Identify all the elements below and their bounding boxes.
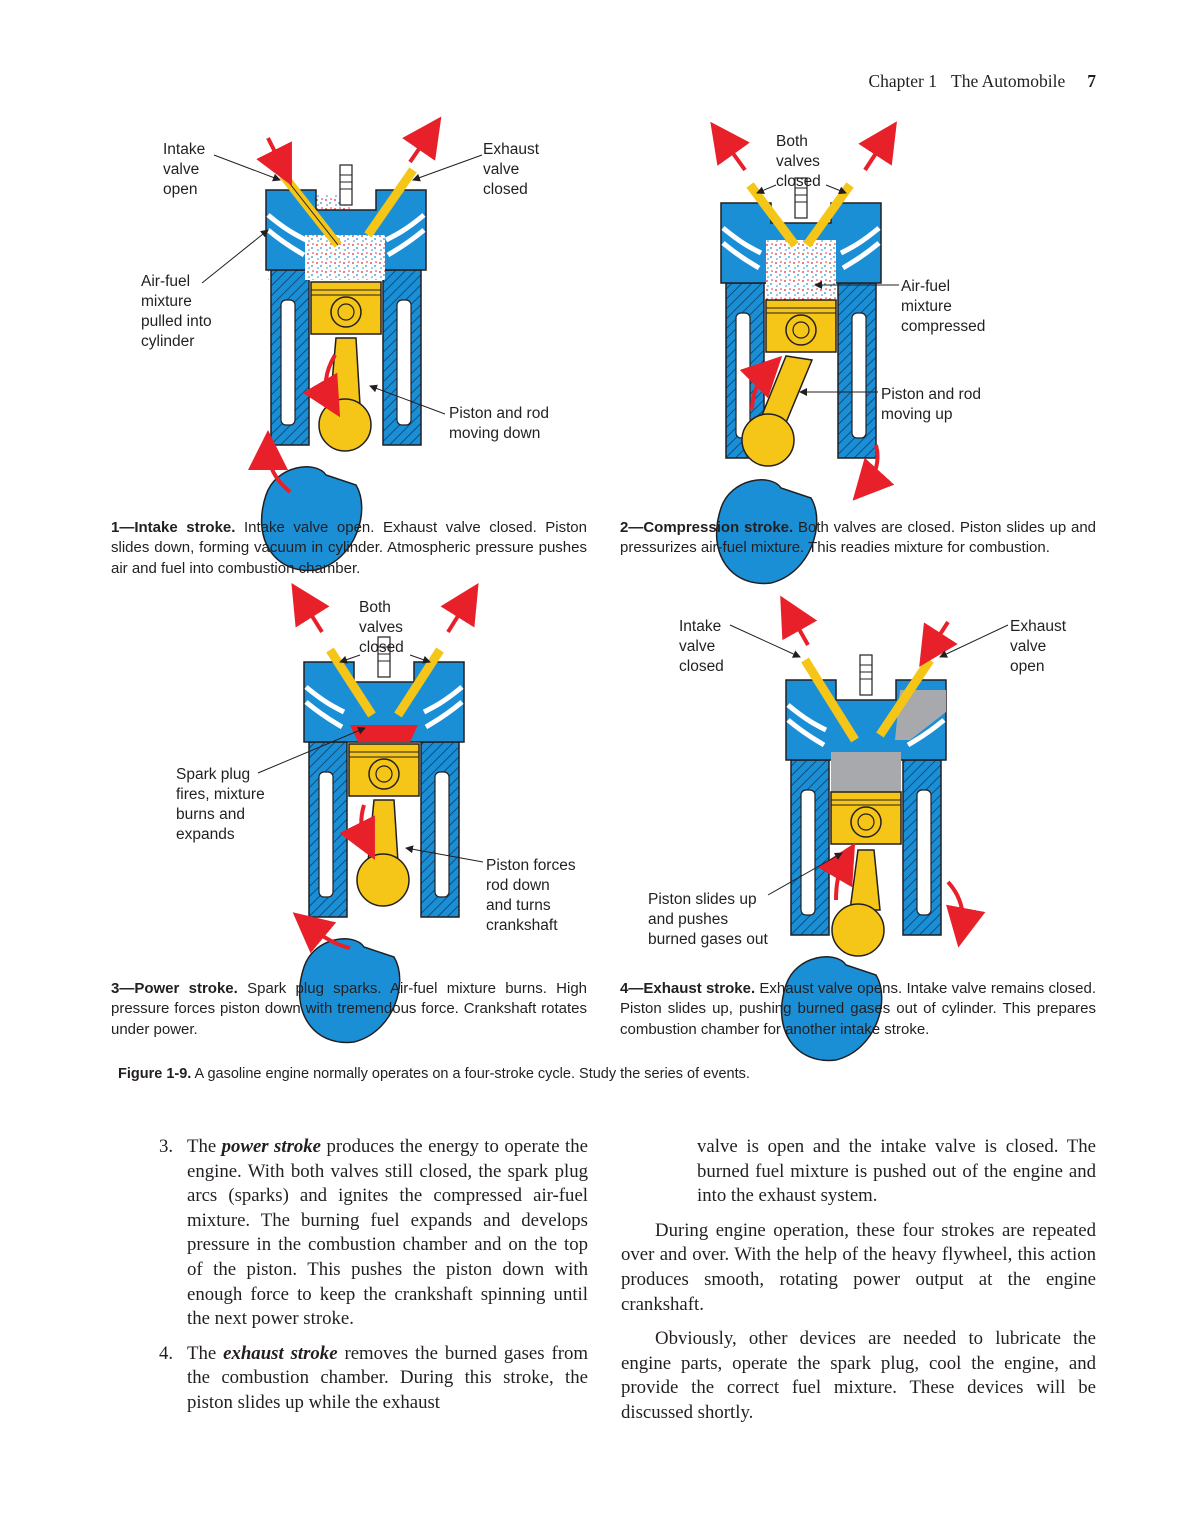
term-power-stroke: power stroke [221,1136,322,1157]
caption-power-stroke: 3—Power stroke. Spark plug sparks. Air-f… [111,979,587,1040]
caption-compression-stroke: 2—Compression stroke. Both valves are cl… [620,518,1096,559]
caption-compression-text: Both valves are closed. Piston slides up… [620,519,1096,557]
label-air-fuel-pulled: Air-fuel mixture pulled into cylinder [141,273,212,350]
exhaust-stroke-diagram [729,595,1009,1060]
label-piston-moving-down: Piston and rod moving down [449,405,549,442]
body-column-right: valve is open and the intake valve is cl… [621,1135,1096,1436]
power-stroke-diagram [257,583,484,1042]
label-piston-forces-rod: Piston forces rod down and turns cranksh… [486,857,576,934]
figure-caption-text: A gasoline engine normally operates on a… [191,1066,750,1082]
paragraph-other-devices: Obviously, other devices are needed to l… [621,1328,1096,1423]
list-item-power-stroke: 3. The power stroke produces the energy … [118,1135,588,1332]
book-title: The Automobile [951,71,1066,91]
compression-stroke-diagram [710,121,899,583]
running-head: Chapter 1 The Automobile 7 [868,71,1096,92]
figure-caption: Figure 1-9. A gasoline engine normally o… [118,1066,750,1082]
caption-intake-stroke: 1—Intake stroke. Intake valve open. Exha… [111,518,587,579]
label-exhaust-valve-open: Exhaust valve open [1010,618,1067,675]
item-text-pre: The [187,1342,224,1364]
item-text-post: produces the energy to operate the engin… [187,1136,588,1330]
label-both-valves-closed: Both valves closed [776,133,821,190]
item-text-pre: The [187,1136,222,1157]
caption-intake-title: 1—Intake stroke. [111,519,236,536]
caption-compression-title: 2—Compression stroke. [620,519,794,536]
body-column-left: 3. The power stroke produces the energy … [118,1135,588,1426]
label-intake-valve-open: Intake valve open [163,141,206,198]
list-item-exhaust-stroke: 4. The exhaust stroke removes the burned… [118,1342,588,1416]
term-exhaust-stroke: exhaust stroke [223,1342,338,1364]
list-item-exhaust-continued: valve is open and the intake valve is cl… [697,1136,1096,1207]
label-both-valves-closed-power: Both valves closed [359,599,404,656]
caption-exhaust-stroke: 4—Exhaust stroke. Exhaust valve opens. I… [620,979,1096,1040]
label-spark-plug-fires: Spark plug fires, mixture burns and expa… [176,766,265,843]
caption-intake-text: Intake valve open. Exhaust valve closed.… [111,519,587,577]
list-number: 3. [159,1136,174,1157]
chapter-label: Chapter 1 [868,71,938,91]
label-piston-moving-up: Piston and rod moving up [881,386,981,423]
caption-exhaust-text: Exhaust valve opens. Intake valve remain… [620,980,1096,1038]
caption-power-title: 3—Power stroke. [111,980,238,997]
caption-power-text: Spark plug sparks. Air-fuel mixture burn… [111,980,588,1038]
label-intake-valve-closed: Intake valve closed [679,618,724,675]
label-air-fuel-compressed: Air-fuel mixture compressed [901,278,986,335]
list-number: 4. [159,1342,174,1364]
item-text-post: removes the burned gases from the combus… [187,1342,588,1413]
label-piston-slides-up: Piston slides up and pushes burned gases… [648,891,768,948]
figure-label: Figure 1-9. [118,1066,192,1082]
intake-stroke-diagram [201,116,483,570]
label-exhaust-valve-closed: Exhaust valve closed [483,141,540,198]
paragraph-engine-operation: During engine operation, these four stro… [621,1219,1096,1315]
caption-exhaust-title: 4—Exhaust stroke. [620,980,756,997]
page-number: 7 [1087,71,1096,91]
